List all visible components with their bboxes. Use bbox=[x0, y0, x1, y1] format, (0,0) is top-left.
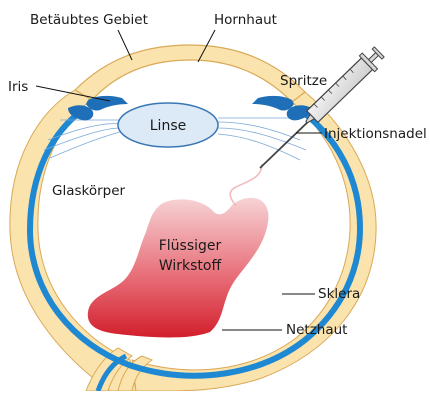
label-iris: Iris bbox=[8, 79, 28, 95]
label-sklera: Sklera bbox=[318, 286, 360, 302]
label-hornhaut: Hornhaut bbox=[214, 12, 277, 28]
label-wirkstoff-line1: Flüssiger bbox=[159, 238, 222, 254]
injection-needle bbox=[260, 118, 312, 168]
label-wirkstoff-line2: Wirkstoff bbox=[159, 258, 222, 274]
label-netzhaut: Netzhaut bbox=[286, 322, 347, 338]
label-injektionsnadel: Injektionsnadel bbox=[324, 126, 427, 142]
label-linse: Linse bbox=[150, 118, 186, 134]
cornea bbox=[75, 45, 305, 102]
label-betaeubtes-gebiet: Betäubtes Gebiet bbox=[30, 12, 148, 28]
leader-betaeubtes-gebiet bbox=[118, 30, 132, 60]
label-glaskoerper: Glaskörper bbox=[52, 183, 126, 199]
label-spritze: Spritze bbox=[280, 73, 327, 89]
